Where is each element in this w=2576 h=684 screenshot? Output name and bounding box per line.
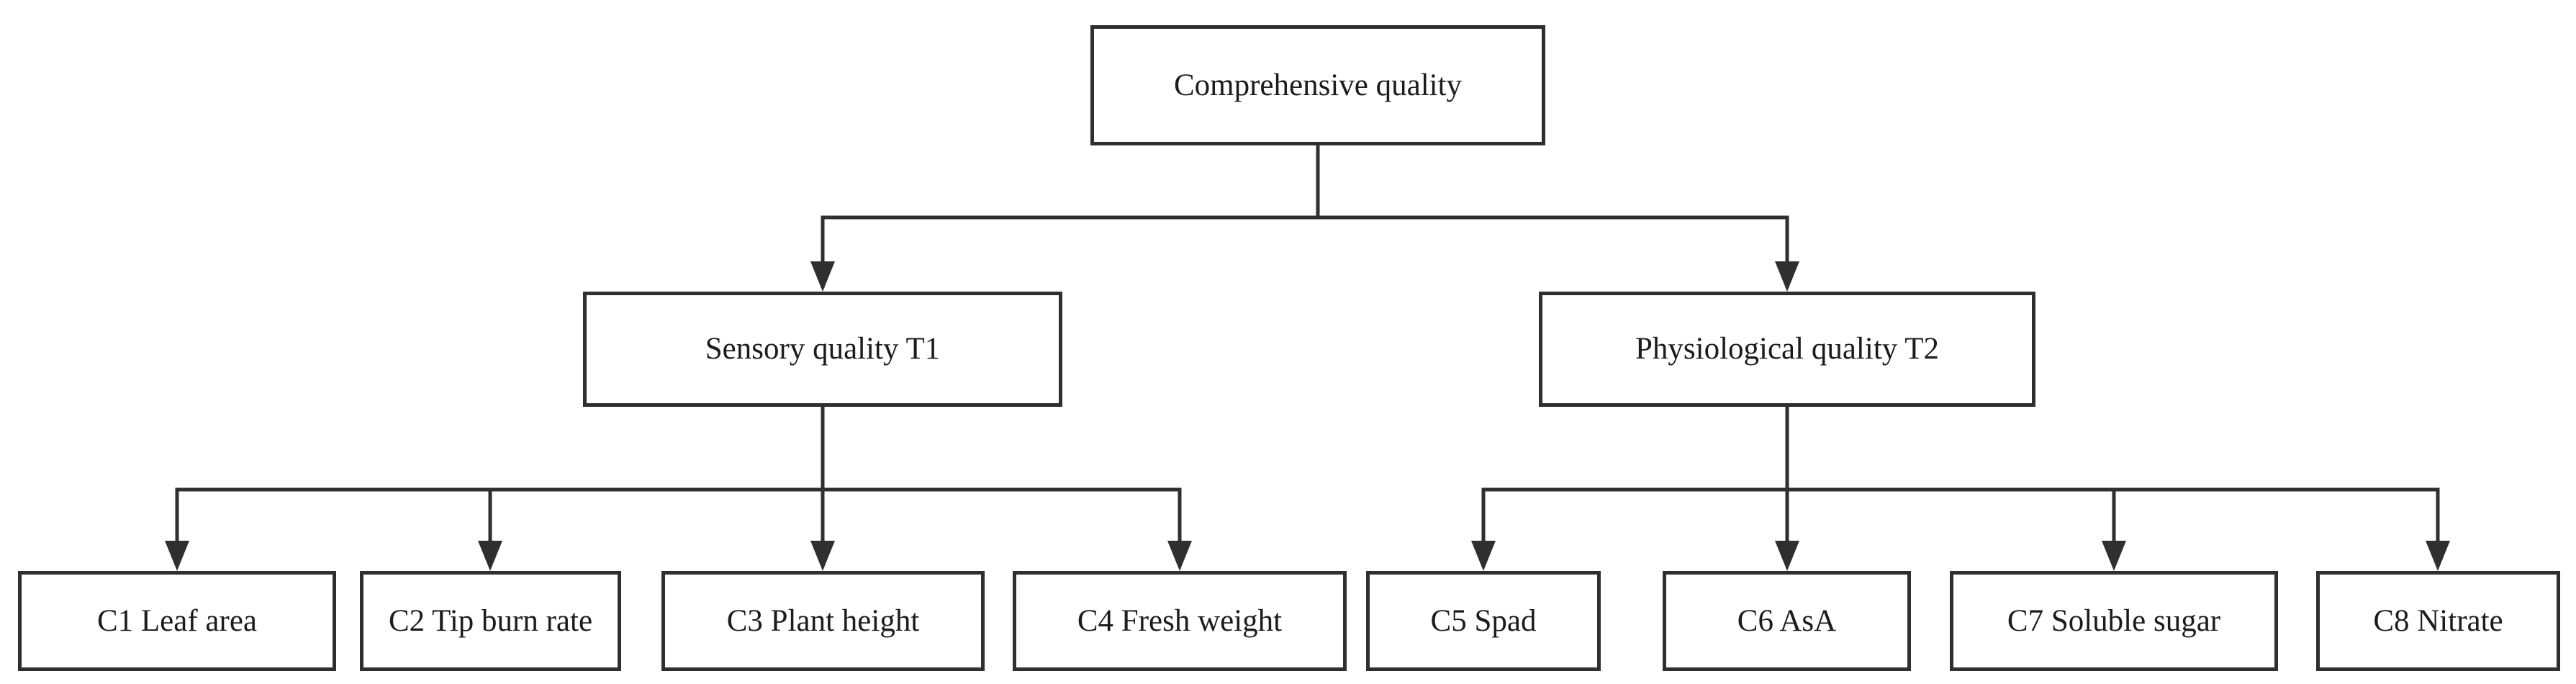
arrowhead-c4-icon — [1167, 541, 1192, 571]
node-c8-label: C8 Nitrate — [2373, 603, 2503, 638]
connector-right-distribution — [1481, 487, 2440, 566]
node-c7-label: C7 Soluble sugar — [2007, 603, 2221, 638]
node-physiological-quality-t2: Physiological quality T2 — [1539, 292, 2035, 407]
node-c3-label: C3 Plant height — [726, 603, 920, 638]
node-c6-label: C6 AsA — [1737, 603, 1837, 638]
node-c8-nitrate: C8 Nitrate — [2316, 571, 2560, 671]
connector-left-distribution — [175, 487, 1182, 566]
node-c1-leaf-area: C1 Leaf area — [18, 571, 336, 671]
arrowhead-t2-icon — [1775, 261, 1799, 292]
arrowhead-c2-icon — [478, 541, 502, 571]
node-c1-label: C1 Leaf area — [96, 603, 257, 638]
node-c5-spad: C5 Spad — [1366, 571, 1601, 671]
node-sensory-quality-t1: Sensory quality T1 — [583, 292, 1062, 407]
arrowhead-c5-icon — [1471, 541, 1496, 571]
node-c3-plant-height: C3 Plant height — [661, 571, 985, 671]
node-comprehensive-quality-label: Comprehensive quality — [1173, 68, 1463, 102]
arrowhead-c1-icon — [165, 541, 189, 571]
node-comprehensive-quality: Comprehensive quality — [1090, 25, 1545, 145]
arrowhead-c8-icon — [2426, 541, 2450, 571]
node-sensory-quality-t1-label: Sensory quality T1 — [705, 332, 941, 366]
node-c6-asa: C6 AsA — [1663, 571, 1911, 671]
arrowhead-c3-icon — [810, 541, 835, 571]
node-c4-label: C4 Fresh weight — [1077, 603, 1283, 638]
node-c4-fresh-weight: C4 Fresh weight — [1013, 571, 1347, 671]
node-c5-label: C5 Spad — [1430, 603, 1537, 638]
node-c2-tip-burn-rate: C2 Tip burn rate — [360, 571, 621, 671]
arrowhead-c6-icon — [1775, 541, 1799, 571]
connector-root-split — [821, 215, 1789, 288]
arrowhead-c7-icon — [2102, 541, 2126, 571]
node-c2-label: C2 Tip burn rate — [388, 603, 593, 638]
arrowhead-t1-icon — [810, 261, 835, 292]
node-c7-soluble-sugar: C7 Soluble sugar — [1950, 571, 2278, 671]
node-physiological-quality-t2-label: Physiological quality T2 — [1635, 332, 1940, 366]
